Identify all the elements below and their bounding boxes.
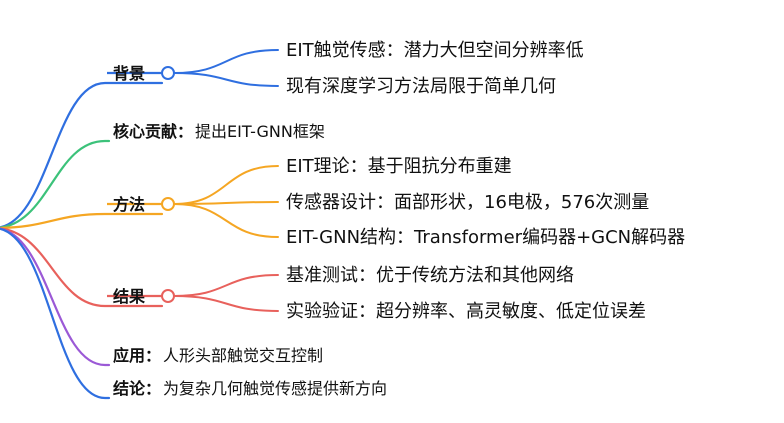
leaf-label-method-1: 传感器设计：面部形状，16电极，576次测量 — [286, 192, 649, 213]
mindmap-labels: 背景 EIT触觉传感：潜力大但空间分辨率低现有深度学习方法局限于简单几何核心贡献：… — [112, 40, 685, 398]
edge-method-leaf-0 — [173, 165, 279, 205]
edge-results-leaf-1 — [173, 295, 279, 312]
branch-label-conclusion: 结论：为复杂几何触觉传感提供新方向 — [112, 379, 387, 398]
branch-label-application: 应用：人形头部触觉交互控制 — [113, 346, 323, 365]
edge-root-background — [0, 81, 164, 229]
leaf-label-background-1: 现有深度学习方法局限于简单几何 — [286, 76, 556, 97]
branch-label-background: 背景 — [113, 64, 145, 83]
branch-label-method: 方法 — [113, 195, 145, 214]
edge-root-conclusion — [0, 227, 111, 400]
edge-method-leaf-1 — [173, 201, 279, 205]
branch-label-contribution: 核心贡献：提出EIT-GNN框架 — [113, 122, 325, 141]
edge-root-method — [0, 212, 164, 229]
branch-node-background[interactable] — [161, 66, 175, 80]
edge-method-leaf-2 — [173, 203, 279, 238]
edge-root-results — [0, 227, 164, 308]
branch-detail-contribution: 提出EIT-GNN框架 — [195, 122, 325, 141]
branch-node-results[interactable] — [161, 289, 175, 303]
branch-detail-application: 人形头部触觉交互控制 — [163, 346, 323, 365]
leaf-label-method-0: EIT理论：基于阻抗分布重建 — [286, 156, 512, 177]
edge-root-application — [0, 227, 111, 367]
edge-background-leaf-0 — [173, 49, 279, 74]
leaf-label-results-1: 实验验证：超分辨率、高灵敏度、低定位误差 — [286, 301, 646, 322]
leaf-label-results-0: 基准测试：优于传统方法和其他网络 — [286, 265, 574, 286]
branch-node-method[interactable] — [161, 197, 175, 211]
edge-background-leaf-1 — [173, 72, 279, 87]
mindmap-nodes — [161, 66, 175, 303]
branch-label-results: 结果 — [112, 287, 145, 306]
edge-results-leaf-0 — [173, 274, 279, 297]
mindmap-edges — [0, 49, 279, 400]
edge-root-contribution — [0, 139, 111, 229]
branch-detail-conclusion: 为复杂几何触觉传感提供新方向 — [163, 379, 387, 398]
leaf-label-background-0: EIT触觉传感：潜力大但空间分辨率低 — [286, 40, 584, 61]
leaf-label-method-2: EIT-GNN结构：Transformer编码器+GCN解码器 — [286, 227, 685, 248]
